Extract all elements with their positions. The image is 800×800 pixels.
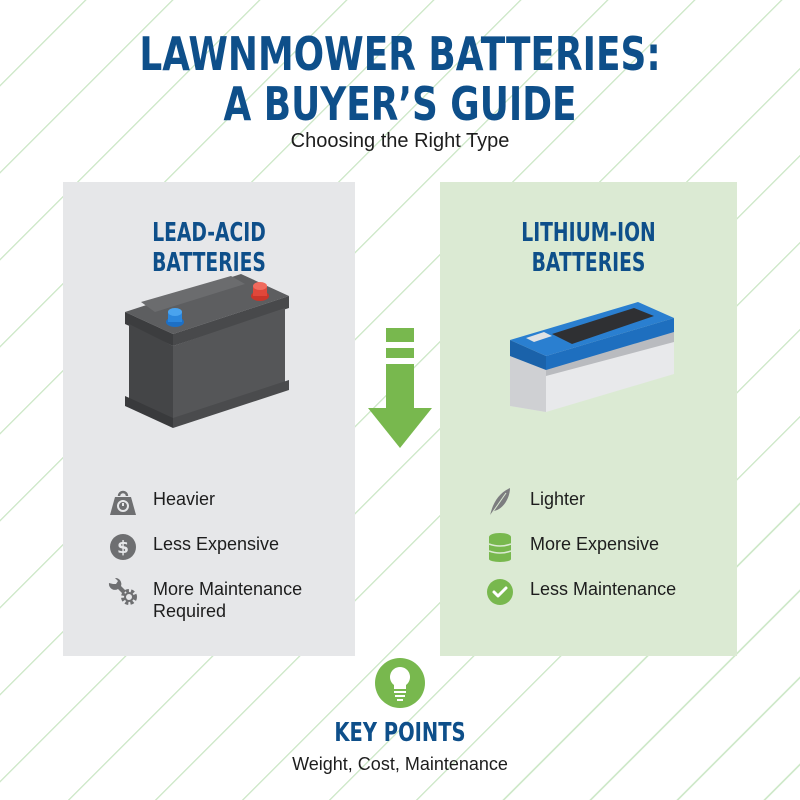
weight-icon (107, 488, 139, 516)
key-points-title: KEY POINTS (334, 718, 466, 748)
lead-acid-panel: LEAD-ACID BATTERIES Heavier $ (63, 182, 355, 656)
feature-label: Lighter (530, 489, 586, 509)
feature-label: More Maintenance Required (153, 579, 303, 621)
feature-label: Less Expensive (153, 534, 280, 554)
svg-text:$: $ (117, 538, 129, 558)
page-subtitle: Choosing the Right Type (290, 130, 510, 152)
feature-label: Heavier (153, 489, 216, 509)
feature-item: Heavier (107, 488, 343, 516)
feature-item: More Expensive (484, 533, 676, 562)
lead-acid-features: Heavier $ Less Expensive More Maintenanc… (107, 488, 343, 639)
page-title-line-2: A BUYER’S GUIDE (223, 77, 577, 131)
feature-label: Less Maintenance (530, 579, 677, 599)
feather-icon (484, 488, 516, 517)
page-title-line-1: LAWNMOWER BATTERIES: (139, 27, 661, 81)
lithium-ion-battery-icon (510, 302, 674, 412)
lithium-ion-panel: LITHIUM-ION BATTERIES Lighter More Expen… (440, 182, 737, 656)
lead-acid-title: LEAD-ACID BATTERIES (152, 218, 266, 278)
down-arrow-icon (368, 328, 432, 448)
coin-stack-icon (484, 533, 516, 562)
check-circle-icon (484, 578, 516, 606)
lithium-ion-title: LITHIUM-ION BATTERIES (521, 218, 656, 278)
key-points-summary: Weight, Cost, Maintenance (292, 754, 508, 774)
lightbulb-icon (375, 658, 425, 708)
lithium-ion-features: Lighter More Expensive Less Maintenance (484, 488, 676, 623)
feature-label: More Expensive (530, 534, 660, 554)
lead-acid-battery-icon (125, 274, 289, 428)
dollar-icon: $ (107, 533, 139, 561)
feature-item: More Maintenance Required (107, 578, 343, 622)
feature-item: $ Less Expensive (107, 533, 343, 561)
wrench-gear-icon (107, 578, 139, 606)
feature-item: Lighter (484, 488, 676, 517)
feature-item: Less Maintenance (484, 578, 676, 606)
